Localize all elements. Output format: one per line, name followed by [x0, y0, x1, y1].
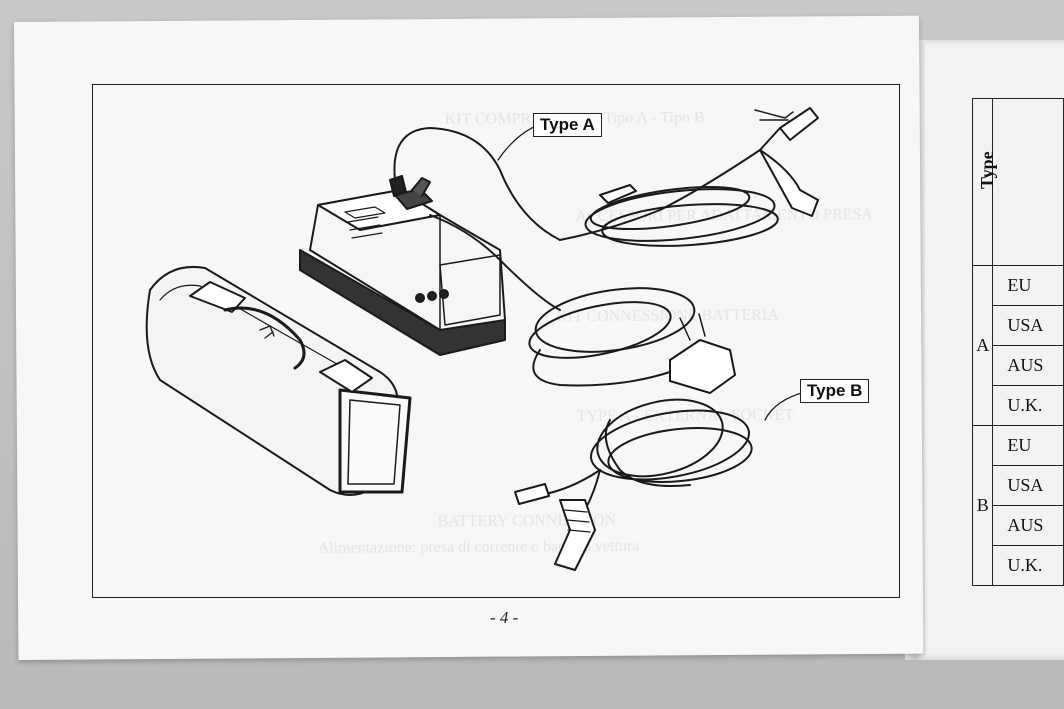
region-cell: AUS [992, 345, 1064, 386]
illustration-frame [92, 84, 900, 598]
type-a-cable [393, 107, 819, 394]
region-cell: USA [992, 305, 1064, 346]
table-row: USA [973, 465, 1064, 506]
region-cell: U.K. [992, 385, 1064, 426]
table-header-row: Type [971, 98, 1064, 266]
table-row: U.K. [973, 545, 1064, 586]
table-header-blank [992, 98, 1064, 266]
type-header: Type [977, 151, 997, 189]
region-cell: USA [992, 465, 1064, 506]
table-row: AUS [973, 345, 1064, 386]
region-cell: EU [992, 425, 1064, 466]
carry-bag [145, 266, 412, 496]
table-row: A EU [971, 265, 1064, 426]
type-b-leader [764, 391, 806, 421]
region-cell: AUS [992, 505, 1064, 546]
table-row: USA [973, 305, 1064, 346]
group-code-b: B [971, 425, 994, 586]
group-code-a: A [971, 265, 994, 426]
region-cell: EU [992, 265, 1064, 306]
compressor-unit [299, 175, 506, 356]
type-b-label: Type B [800, 379, 870, 403]
page-number: - 4 - [490, 608, 519, 627]
type-a-leader [497, 124, 539, 161]
table-row: AUS [973, 505, 1064, 546]
table-header-cell: Type [971, 98, 997, 266]
table-row: B EU [971, 425, 1064, 586]
type-region-table: Type A EU USA AUS U.K. B EU USA AUS U.K. [971, 98, 1064, 586]
region-cell: U.K. [992, 545, 1064, 586]
type-a-label: Type A [533, 113, 602, 137]
type-b-hose [514, 398, 753, 571]
